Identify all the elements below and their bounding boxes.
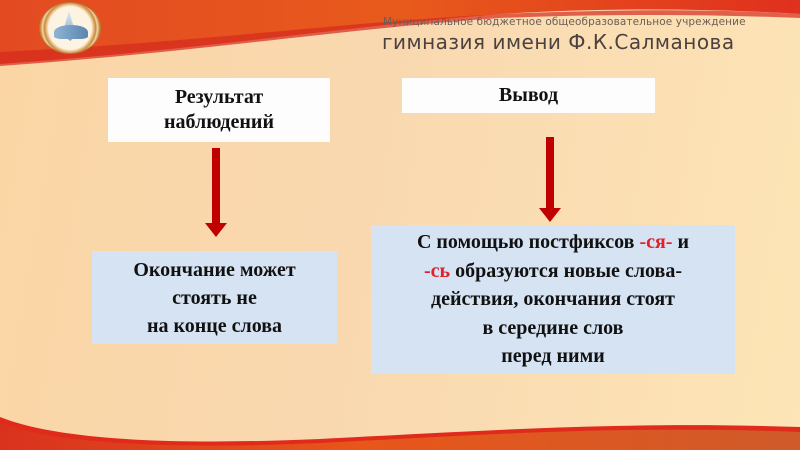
conclusion-content-box: С помощью постфиксов -ся- и -сь образуют…: [371, 225, 735, 374]
conclusion-line: перед ними: [501, 345, 605, 368]
school-name-title: гимназия имени Ф.К.Салманова: [382, 30, 735, 54]
conclusion-heading: Вывод: [498, 84, 559, 106]
observation-line: Окончание может: [133, 258, 296, 281]
conclusion-line: -сь образуются новые слова-: [423, 259, 682, 282]
observations-heading-box: Результат наблюдений: [108, 78, 330, 142]
observations-content-box: Окончание может стоять не на конце слова: [92, 251, 337, 344]
observation-line: стоять не: [172, 286, 257, 309]
conclusion-line: действия, окончания стоят: [430, 288, 675, 311]
conclusion-line: С помощью постфиксов -ся- и: [416, 231, 690, 254]
top-banner-wave: [0, 0, 800, 66]
observations-heading-line1: Результат: [174, 86, 264, 108]
conclusion-heading-box: Вывод: [402, 78, 655, 113]
observations-heading-line2: наблюдений: [164, 111, 274, 133]
institution-type-label: Муниципальное бюджетное общеобразователь…: [383, 16, 746, 28]
postfix-sya-highlight: -ся-: [639, 231, 673, 254]
observation-line: на конце слова: [146, 314, 283, 337]
conclusion-line: в середине слов: [482, 316, 624, 339]
bottom-banner-wave: [0, 417, 800, 450]
postfix-s-highlight: -сь: [423, 259, 451, 282]
school-emblem-icon: [40, 3, 100, 53]
